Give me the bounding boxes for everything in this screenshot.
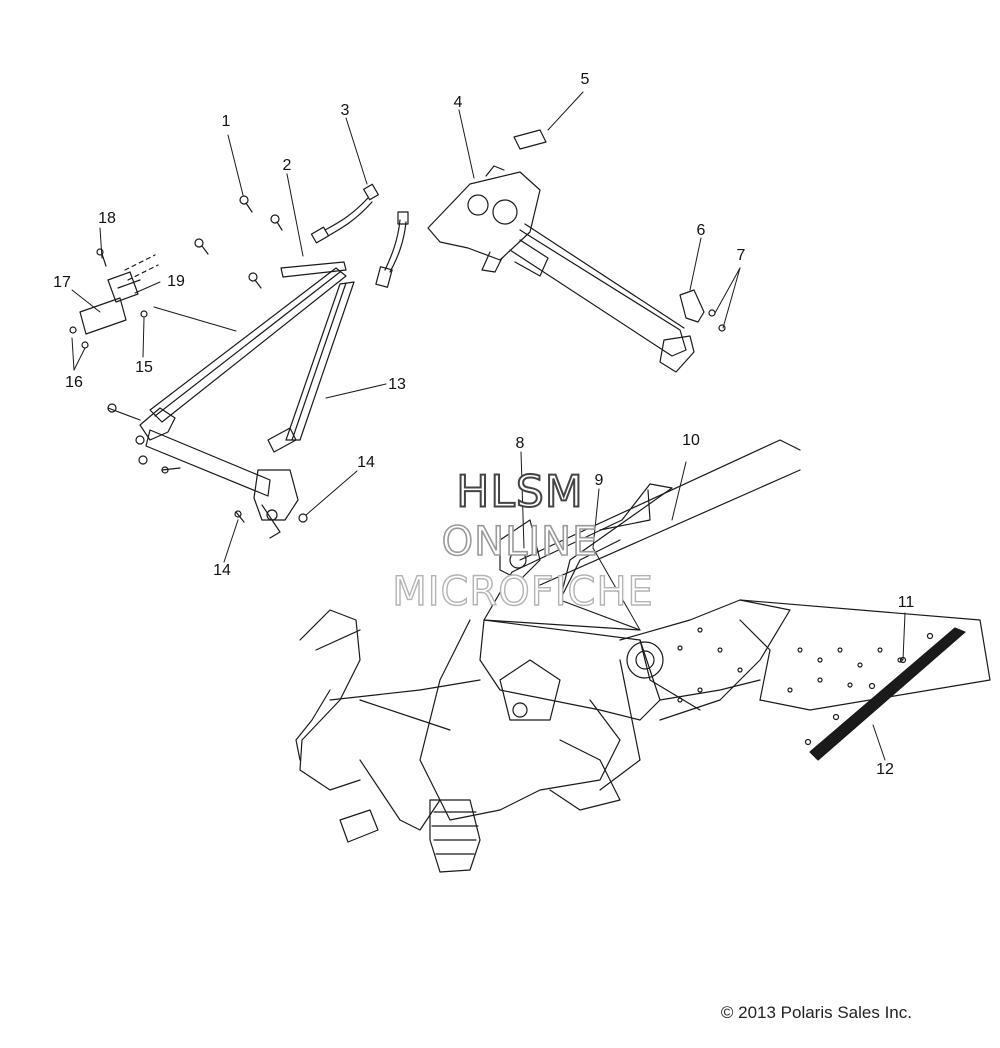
callout-5: 5 — [580, 71, 590, 88]
watermark-line-1: HLSM — [455, 466, 584, 519]
callout-8: 8 — [515, 435, 525, 452]
harness-part-3 — [310, 183, 409, 288]
rail-strip-part-11-12 — [804, 627, 966, 761]
clip-part-6-7 — [679, 289, 726, 332]
callout-18: 18 — [98, 210, 116, 227]
callout-19: 19 — [167, 273, 185, 290]
callout-4: 4 — [453, 94, 463, 111]
watermark-line-3: MICROFICHE — [391, 568, 654, 615]
callout-2: 2 — [282, 157, 292, 174]
leader-lines — [71, 91, 906, 761]
callout-12: 12 — [876, 761, 894, 778]
callout-3: 3 — [340, 102, 350, 119]
callout-14-lower: 14 — [213, 562, 231, 579]
callout-15: 15 — [135, 359, 153, 376]
steering-column-part-4 — [427, 165, 695, 373]
chassis-assembly — [295, 439, 991, 873]
callout-10: 10 — [682, 432, 700, 449]
strip-part-2 — [280, 261, 347, 278]
callout-1: 1 — [221, 113, 231, 130]
callout-17: 17 — [53, 274, 71, 291]
callout-6: 6 — [696, 222, 706, 239]
copyright-notice: © 2013 Polaris Sales Inc. — [720, 1003, 912, 1022]
pad-part-5 — [513, 129, 547, 150]
callout-7: 7 — [736, 247, 746, 264]
watermark-line-2: ONLINE — [441, 518, 599, 566]
steering-frame-part-13 — [107, 267, 355, 539]
bolt-group-1 — [194, 195, 283, 289]
bolts-part-14 — [234, 510, 308, 523]
bracket-cluster-15-19 — [69, 248, 159, 349]
callout-16: 16 — [65, 374, 83, 391]
callout-9: 9 — [594, 472, 604, 489]
callout-14-right: 14 — [357, 454, 375, 471]
callout-13: 13 — [388, 376, 406, 393]
callout-11: 11 — [897, 594, 915, 611]
